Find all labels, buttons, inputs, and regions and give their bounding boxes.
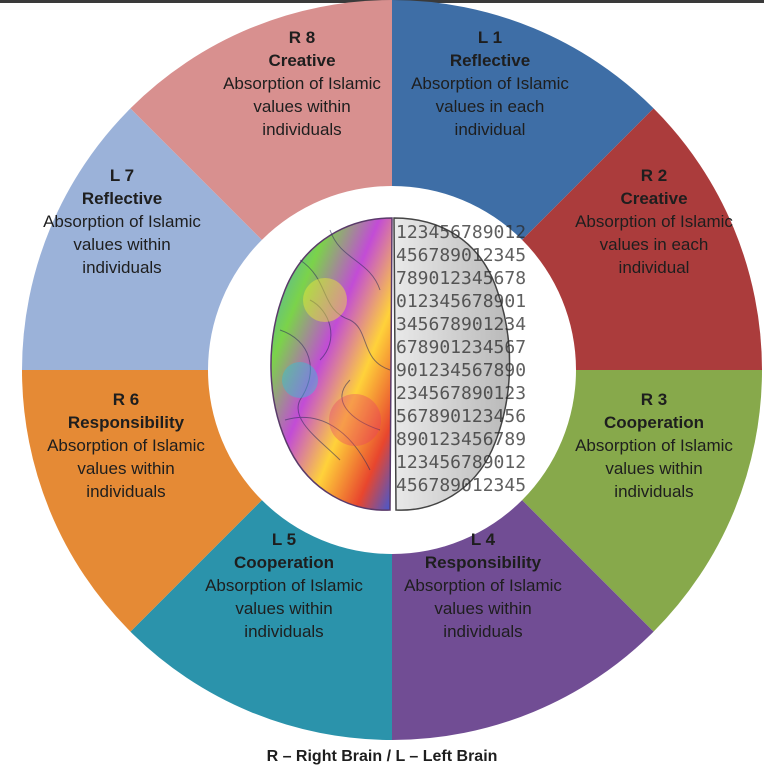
segment-code: L 7 [109, 166, 135, 185]
segment-code: R 6 [112, 390, 140, 409]
segment-description: Absorption of Islamic values within indi… [43, 212, 201, 277]
segment-title: Reflective [81, 189, 163, 208]
brain-digit-row: 012345678901 [396, 291, 526, 312]
brain-illustration: 1234567890124567890123457890123456780123… [270, 217, 526, 511]
brain-digit-row: 345678901234 [396, 314, 526, 335]
brain-digit-row: 456789012345 [396, 475, 526, 496]
segment-title: Creative [268, 51, 336, 70]
brain-digit-row: 789012345678 [396, 268, 526, 289]
segment-code: L 1 [477, 28, 503, 47]
segment-title: Reflective [449, 51, 531, 70]
segment-code: R 3 [640, 390, 668, 409]
segment-code: L 5 [271, 530, 297, 549]
segment-description: Absorption of Islamic values in each ind… [411, 74, 569, 139]
brain-digit-row: 890123456789 [396, 429, 526, 450]
brain-digit-row: 567890123456 [396, 406, 526, 427]
segment-description: Absorption of Islamic values within indi… [205, 576, 363, 641]
segment-description: Absorption of Islamic values within indi… [575, 436, 733, 501]
segment-description: Absorption of Islamic values within indi… [223, 74, 381, 139]
brain-digit-row: 234567890123 [396, 383, 526, 404]
segment-code: L 4 [470, 530, 496, 549]
segment-code: R 2 [640, 166, 668, 185]
segment-description: Absorption of Islamic values within indi… [404, 576, 562, 641]
segment-title: Responsibility [424, 553, 542, 572]
brain-digit-row: 678901234567 [396, 337, 526, 358]
legend-caption: R – Right Brain / L – Left Brain [266, 748, 498, 765]
value-wheel: 1234567890124567890123457890123456780123… [22, 0, 762, 740]
segment-title: Creative [620, 189, 688, 208]
brain-right-hemisphere: 1234567890124567890123457890123456780123… [393, 217, 526, 511]
segment-title: Responsibility [67, 413, 185, 432]
segment-title: Cooperation [603, 413, 705, 432]
brain-digit-row: 123456789012 [396, 452, 526, 473]
segment-title: Cooperation [233, 553, 335, 572]
segment-code: R 8 [288, 28, 316, 47]
segment-description: Absorption of Islamic values within indi… [47, 436, 205, 501]
brain-digit-row: 456789012345 [396, 245, 526, 266]
brain-left-hemisphere [270, 217, 393, 511]
brain-digit-row: 901234567890 [396, 360, 526, 381]
brain-digit-row: 123456789012 [396, 222, 526, 243]
segment-description: Absorption of Islamic values in each ind… [575, 212, 733, 277]
